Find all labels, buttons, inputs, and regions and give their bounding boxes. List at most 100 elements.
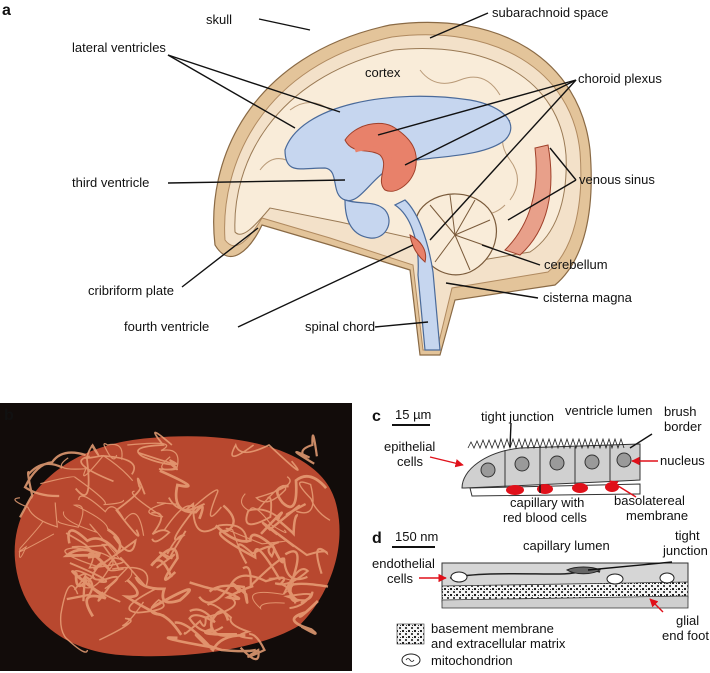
- vessel-strand: [66, 575, 94, 602]
- vessel-strand: [103, 443, 123, 460]
- third-ventricle-shape: [344, 199, 390, 239]
- vessel-strand: [98, 601, 145, 641]
- vessel-strand: [80, 454, 135, 483]
- choroid-plexus-shape: [344, 122, 417, 192]
- vessel-network: [14, 431, 331, 661]
- vessel-strand: [166, 633, 246, 653]
- vessel-strand: [242, 557, 308, 589]
- legend-basement-label-2: and extracellular matrix: [431, 636, 566, 651]
- vessel-strand: [239, 632, 266, 661]
- vessel-strand: [67, 528, 122, 555]
- endothelium-leader-lines: [587, 561, 673, 571]
- legend-mito-cristae: [405, 658, 415, 662]
- panel-a-label: a: [2, 2, 11, 19]
- tight-junction-d-label-1: tight: [675, 528, 700, 543]
- mitochondria: [450, 571, 675, 585]
- capillary-label-1: capillary with: [510, 495, 584, 510]
- epithelial-cells-label-2: cells: [397, 454, 424, 469]
- glial-end-foot-label-1: glial: [676, 613, 699, 628]
- vessel-strand: [104, 557, 149, 590]
- vessel-strand: [127, 442, 179, 470]
- vessel-strand: [115, 477, 146, 537]
- vessel-strand: [252, 577, 294, 611]
- vessel-strand: [185, 501, 248, 543]
- venous-sinus-label: venous sinus: [579, 172, 655, 187]
- panel-c-label: c: [372, 408, 381, 425]
- vessel-strand: [255, 476, 291, 511]
- panel-d-label: d: [372, 530, 382, 547]
- glial-arrow: [649, 598, 664, 613]
- vessel-strand: [284, 550, 329, 603]
- venous-sinus-shape: [504, 144, 552, 256]
- vessel-strand: [204, 609, 238, 637]
- vessel-strand: [214, 524, 285, 564]
- vessel-strand: [78, 495, 145, 536]
- vessel-strand: [159, 469, 204, 520]
- vessel-strand: [208, 582, 249, 604]
- vessel-strand: [156, 530, 187, 569]
- vessel-strand: [74, 443, 100, 496]
- cisterna-magna-label: cisterna magna: [543, 290, 633, 305]
- legend-mito-label: mitochondrion: [431, 653, 513, 668]
- spinal-chord-label: spinal chord: [305, 319, 375, 334]
- brain-diagram: a skull subarachnoid space lateral ventr…: [2, 2, 662, 356]
- vessel-strand: [267, 526, 329, 575]
- lateral-ventricles-label: lateral ventricles: [72, 40, 166, 55]
- vessel-strand: [62, 548, 111, 571]
- brush-border-label-1: brush: [664, 404, 697, 419]
- vessel-strand: [231, 442, 299, 471]
- basolateral-arrow: [609, 480, 637, 498]
- endothelial-cells-label-2: cells: [387, 571, 414, 586]
- cell-borders: [504, 445, 611, 487]
- tight-junction-d: [565, 566, 602, 575]
- capillary-lumen-label: capillary lumen: [523, 538, 610, 553]
- cerebellum-label: cerebellum: [544, 257, 608, 272]
- choroid-plexus-strand: [354, 145, 393, 162]
- scale-d-label: 150 nm: [395, 529, 438, 544]
- vessel-strand: [60, 454, 134, 482]
- nucleus-label: nucleus: [660, 453, 705, 468]
- vessel-strand: [292, 600, 319, 635]
- vessel-strand: [283, 591, 314, 610]
- vessel-strand: [57, 504, 109, 530]
- brush-border: [467, 437, 625, 450]
- nuclei: [480, 452, 632, 478]
- endothelium-diagram: d 150 nm capillary lumen tight junction …: [372, 528, 709, 668]
- vessel-strand: [183, 596, 237, 635]
- vessel-strand: [40, 476, 125, 506]
- choroid-plexus-label: choroid plexus: [578, 71, 662, 86]
- vessel-strand: [295, 434, 318, 465]
- brainstem-shape: [393, 199, 441, 351]
- basolateral-label-2: membrane: [626, 508, 688, 523]
- vessel-strand: [166, 497, 198, 555]
- vessel-strand: [260, 511, 299, 537]
- cribriform-plate-label: cribriform plate: [88, 283, 174, 298]
- vessel-strand: [69, 562, 119, 602]
- subarachnoid-space-label: subarachnoid space: [492, 5, 608, 20]
- vessel-strand: [59, 584, 89, 653]
- vessel-strand: [14, 497, 58, 528]
- vascular-cast-photo: b: [0, 403, 352, 671]
- vessel-strand: [261, 502, 307, 548]
- epithelium-diagram: c 15 µm: [372, 403, 705, 525]
- vessel-strand: [131, 490, 177, 518]
- red-blood-cells: [506, 482, 619, 495]
- scale-c-label: 15 µm: [395, 407, 431, 422]
- cortex-label: cortex: [365, 65, 401, 80]
- vessel-strand: [198, 574, 286, 604]
- legend-basement-label-1: basement membrane: [431, 621, 554, 636]
- epithelium-leader-lines: [509, 422, 653, 493]
- capillary-label-2: red blood cells: [503, 510, 587, 525]
- basolateral-label-1: basolatereal: [614, 493, 685, 508]
- vessel-strand: [18, 520, 55, 558]
- panel-b-label: b: [4, 407, 14, 424]
- skull-label: skull: [206, 12, 232, 27]
- brush-border-label-2: border: [664, 419, 702, 434]
- vessel-strand: [134, 576, 192, 610]
- brain-leader-lines: [167, 12, 577, 328]
- vessel-strand: [137, 431, 174, 466]
- endothelial-cells-label-1: endothelial: [372, 556, 435, 571]
- vessel-strand: [23, 451, 86, 498]
- ventricle-lumen-label: ventricle lumen: [565, 403, 652, 418]
- vessel-strand: [240, 493, 287, 534]
